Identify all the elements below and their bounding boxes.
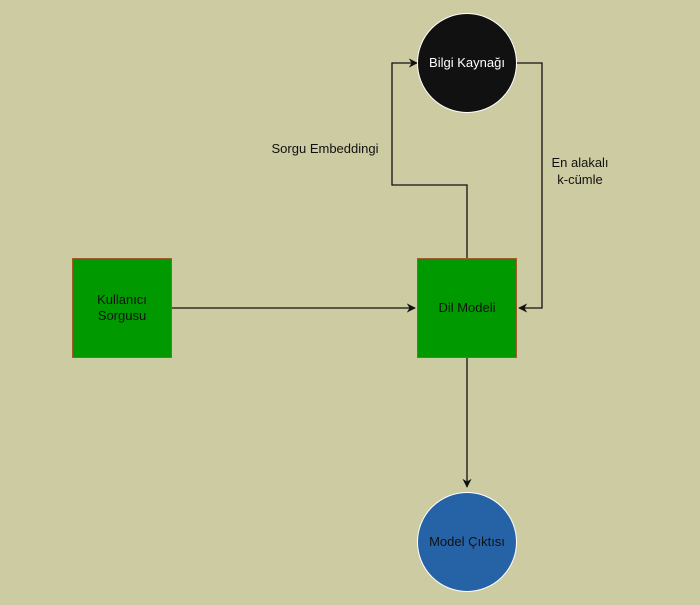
node-user-query[interactable]: Kullanıcı Sorgusu — [72, 258, 172, 358]
edge-knowledge-source-to-language-model — [517, 62, 543, 313]
node-user-query-label: Kullanıcı Sorgusu — [97, 292, 147, 323]
node-model-output[interactable]: Model Çıktısı — [417, 492, 517, 592]
node-knowledge-source[interactable]: Bilgi Kaynağı — [417, 13, 517, 113]
node-knowledge-source-label: Bilgi Kaynağı — [429, 55, 505, 70]
node-language-model-label: Dil Modeli — [438, 300, 496, 315]
node-model-output-label: Model Çıktısı — [429, 534, 505, 549]
edge-language-model-to-knowledge-source — [391, 58, 468, 258]
edge-label-top-k-sentences: En alakalı k-cümle — [551, 155, 609, 187]
edge-label-query-embedding: Sorgu Embeddingi — [271, 141, 379, 156]
node-language-model[interactable]: Dil Modeli — [417, 258, 517, 358]
